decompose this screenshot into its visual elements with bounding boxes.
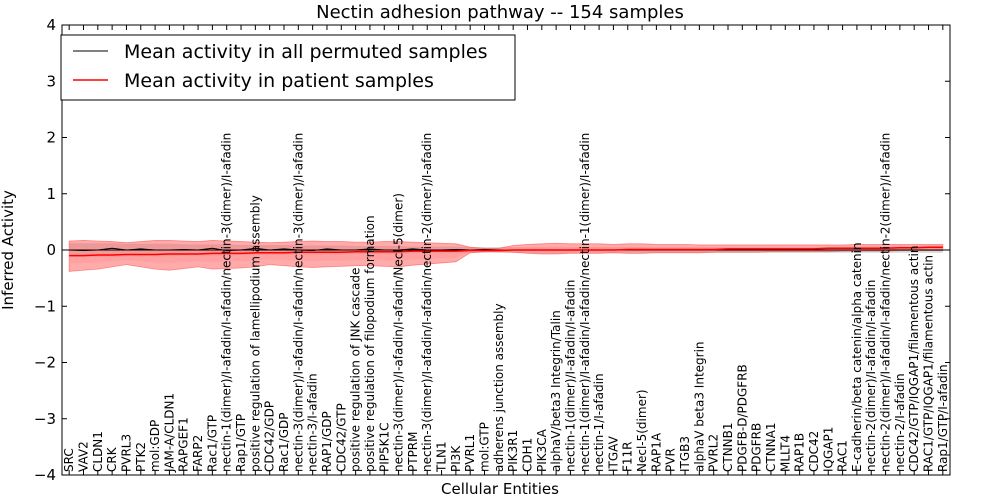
- x-category-label: Necl-5(dimer): [635, 389, 649, 472]
- x-category-label: nectin-1(dimer)/I-afadin/I-afadin/nectin…: [220, 133, 234, 472]
- legend-box: [60, 34, 516, 101]
- y-axis-label: Inferred Activity: [0, 190, 17, 310]
- x-axis-label: Cellular Entities: [441, 480, 559, 498]
- x-category-label: mol:GDP: [148, 420, 162, 472]
- x-category-label: PTPRM: [406, 432, 420, 473]
- x-category-label: positive regulation of lamellipodium ass…: [248, 195, 262, 472]
- legend-entry-1: Mean activity in all permuted samples: [124, 41, 487, 63]
- x-category-label: nectin-1(dimer)/I-afadin/I-afadin/nectin…: [578, 133, 592, 472]
- y-tick-label: 3: [46, 72, 56, 90]
- y-tick-label: −2: [34, 354, 56, 372]
- x-category-label: F11R: [621, 441, 635, 472]
- x-category-label: CDC42: [807, 431, 821, 472]
- x-category-label: ITGAV: [606, 435, 620, 472]
- x-category-label: Rap1/GTP: [234, 414, 248, 472]
- x-category-label: RAC1: [836, 440, 850, 472]
- x-category-label: CTNNA1: [764, 422, 778, 472]
- x-category-label: nectin-2/I-afadin: [893, 373, 907, 472]
- x-category-label: TLN1: [435, 441, 449, 473]
- x-category-label: CDC42/GTP/IQGAP1/filamentous actin: [907, 246, 921, 472]
- x-category-label: RAP1/GDP: [320, 411, 334, 472]
- y-tick-label: −3: [34, 410, 56, 428]
- x-category-label: PTK2: [134, 442, 148, 472]
- x-category-label: PDGFRB: [750, 423, 764, 472]
- x-category-label: nectin-3(dimer)/I-afadin/I-afadin/Necl-5…: [392, 193, 406, 472]
- x-category-label: nectin-1/I-afadin: [592, 373, 606, 472]
- x-category-label: PVRL2: [707, 434, 721, 472]
- x-category-label: PIK3CA: [535, 428, 549, 472]
- x-category-label: CDC42/GTP: [334, 403, 348, 472]
- x-category-label: nectin-3/I-afadin: [306, 373, 320, 472]
- x-category-label: FARP2: [191, 435, 205, 472]
- y-tick-label: −4: [34, 466, 56, 484]
- x-category-label: PIP5K1C: [377, 422, 391, 472]
- x-category-label: CDC42/GDP: [263, 401, 277, 472]
- legend-entry-2: Mean activity in patient samples: [124, 70, 434, 92]
- x-category-label: PIK3R1: [506, 430, 520, 472]
- x-category-label: alphaV/beta3 Integrin/Talin: [549, 310, 563, 472]
- x-category-label: nectin-2(dimer)/I-afadin/I-afadin: [864, 280, 878, 472]
- x-category-label: E-cadherin/beta catenin/alpha catenin: [850, 242, 864, 472]
- x-category-label: nectin-2(dimer)/I-afadin/I-afadin/nectin…: [879, 133, 893, 472]
- y-tick-label: 2: [46, 129, 56, 147]
- x-category-label: PI3K: [449, 445, 463, 472]
- x-category-label: alphaV beta3 Integrin: [692, 341, 706, 472]
- x-category-label: positive regulation of filopodium format…: [363, 215, 377, 472]
- x-category-label: nectin-1(dimer)/I-afadin/I-afadin: [563, 280, 577, 472]
- x-category-label: IQGAP1: [821, 427, 835, 472]
- x-category-label: PVRL1: [463, 434, 477, 472]
- x-category-label: Rac1/GDP: [277, 413, 291, 472]
- y-tick-label: 0: [46, 241, 56, 259]
- x-category-label: positive regulation of JNK cascade: [349, 268, 363, 472]
- x-category-label: RAC1/GTP/IQGAP1/filamentous actin: [922, 255, 936, 472]
- x-category-label: JAM-A/CLDN1: [162, 393, 176, 473]
- y-tick-label: −1: [34, 297, 56, 315]
- x-category-label: RAPGEF1: [177, 417, 191, 472]
- x-category-label: CRK: [105, 446, 119, 472]
- x-category-label: RAP1A: [649, 432, 663, 472]
- x-category-label: MLLT4: [778, 435, 792, 472]
- x-category-label: SRC: [62, 448, 76, 472]
- x-category-label: CTNNB1: [721, 422, 735, 472]
- x-category-label: CLDN1: [91, 431, 105, 472]
- x-category-label: adherens junction assembly: [492, 303, 506, 472]
- x-category-label: CDH1: [520, 438, 534, 472]
- x-category-label: PDGFB-D/PDGFRB: [735, 364, 749, 472]
- x-category-label: VAV2: [76, 441, 90, 472]
- x-category-label: nectin-3(dimer)/I-afadin/I-afadin/nectin…: [420, 133, 434, 472]
- y-tick-label: 1: [46, 185, 56, 203]
- x-category-label: nectin-3(dimer)/I-afadin/I-afadin/nectin…: [291, 133, 305, 472]
- legend: Mean activity in all permuted samplesMea…: [60, 34, 516, 101]
- x-category-label: PVRL3: [119, 434, 133, 472]
- x-category-label: PVR: [664, 448, 678, 472]
- x-category-label: mol:GTP: [478, 422, 492, 472]
- chart-title: Nectin adhesion pathway -- 154 samples: [316, 2, 684, 23]
- x-category-label: ITGB3: [678, 436, 692, 472]
- series-line-2: [69, 246, 943, 257]
- y-tick-label: 4: [46, 16, 56, 34]
- x-category-label: Rac1/GTP: [205, 415, 219, 472]
- x-category-label: RAP1B: [793, 433, 807, 472]
- x-category-label: Rap1/GTP/I-afadin: [936, 364, 950, 472]
